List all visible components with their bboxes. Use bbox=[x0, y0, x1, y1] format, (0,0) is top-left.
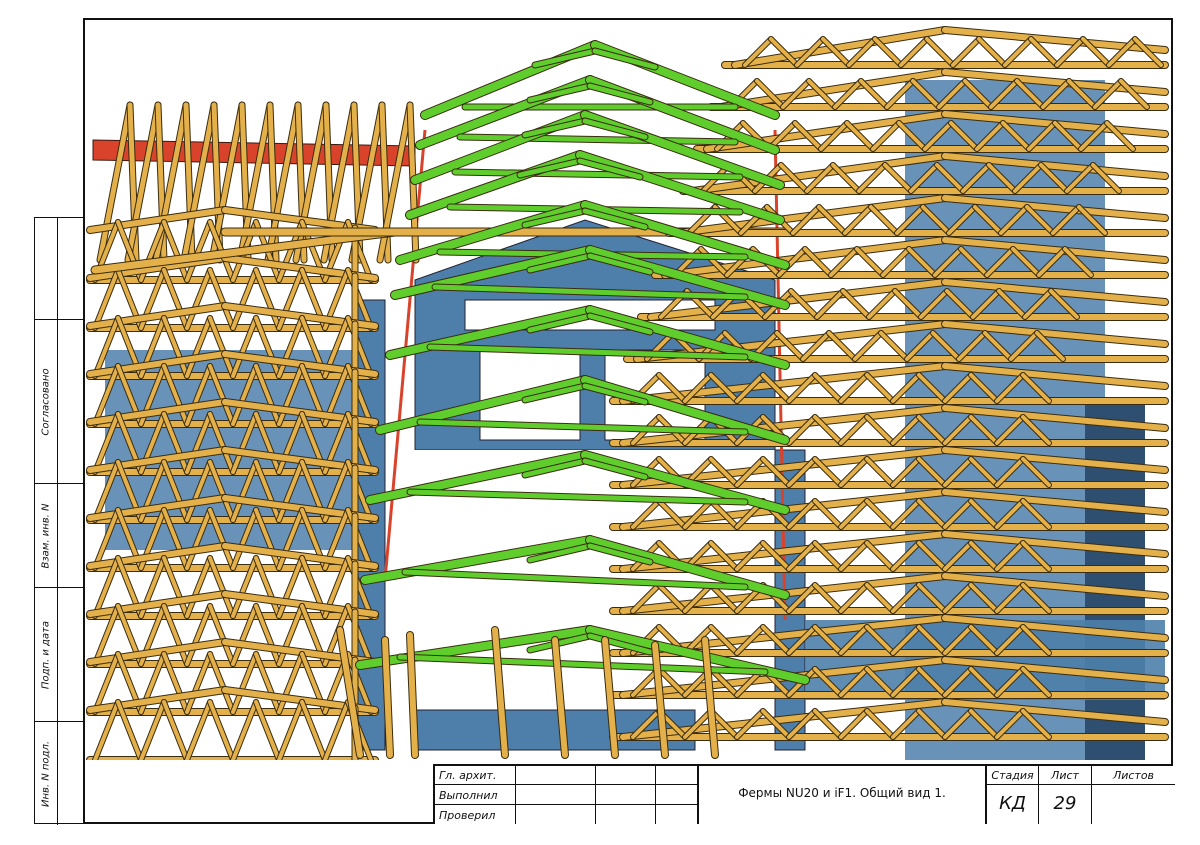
signature-date-label: Подп. и дата bbox=[40, 620, 52, 689]
side-stamp: Согласовано Взам. инв. N Подп. и дата Ин… bbox=[34, 217, 83, 825]
role-chief-architect: Гл. архит. bbox=[439, 769, 497, 782]
sheet-number: 29 bbox=[1053, 793, 1077, 814]
side-cell-signature: Подп. и дата bbox=[35, 588, 83, 722]
role-checked: Проверил bbox=[439, 809, 496, 822]
side-cell-blank bbox=[35, 218, 83, 320]
side-cell-replacement: Взам. инв. N bbox=[35, 484, 83, 588]
stage-header: Стадия bbox=[991, 769, 1034, 782]
sheets-header: Листов bbox=[1112, 769, 1155, 782]
side-cell-inventory: Инв. N подл. bbox=[35, 722, 83, 825]
role-performed: Выполнил bbox=[439, 789, 498, 802]
document-title: Фермы NU20 и iF1. Общий вид 1. bbox=[738, 786, 946, 800]
approved-label: Согласовано bbox=[40, 367, 52, 436]
left-truss-group bbox=[86, 101, 790, 760]
replacement-label: Взам. инв. N bbox=[40, 503, 52, 568]
stage-value: КД bbox=[999, 793, 1026, 814]
sheet-header: Лист bbox=[1051, 769, 1079, 782]
truss-3d-view bbox=[85, 20, 1171, 760]
highlighted-truss-group bbox=[355, 40, 810, 685]
inventory-label: Инв. N подл. bbox=[40, 740, 52, 807]
side-cell-approved: Согласовано bbox=[35, 320, 83, 484]
title-block: Гл. архит. Выполнил Проверил Фермы NU20 … bbox=[433, 764, 1175, 824]
foreground-posts bbox=[336, 626, 719, 759]
